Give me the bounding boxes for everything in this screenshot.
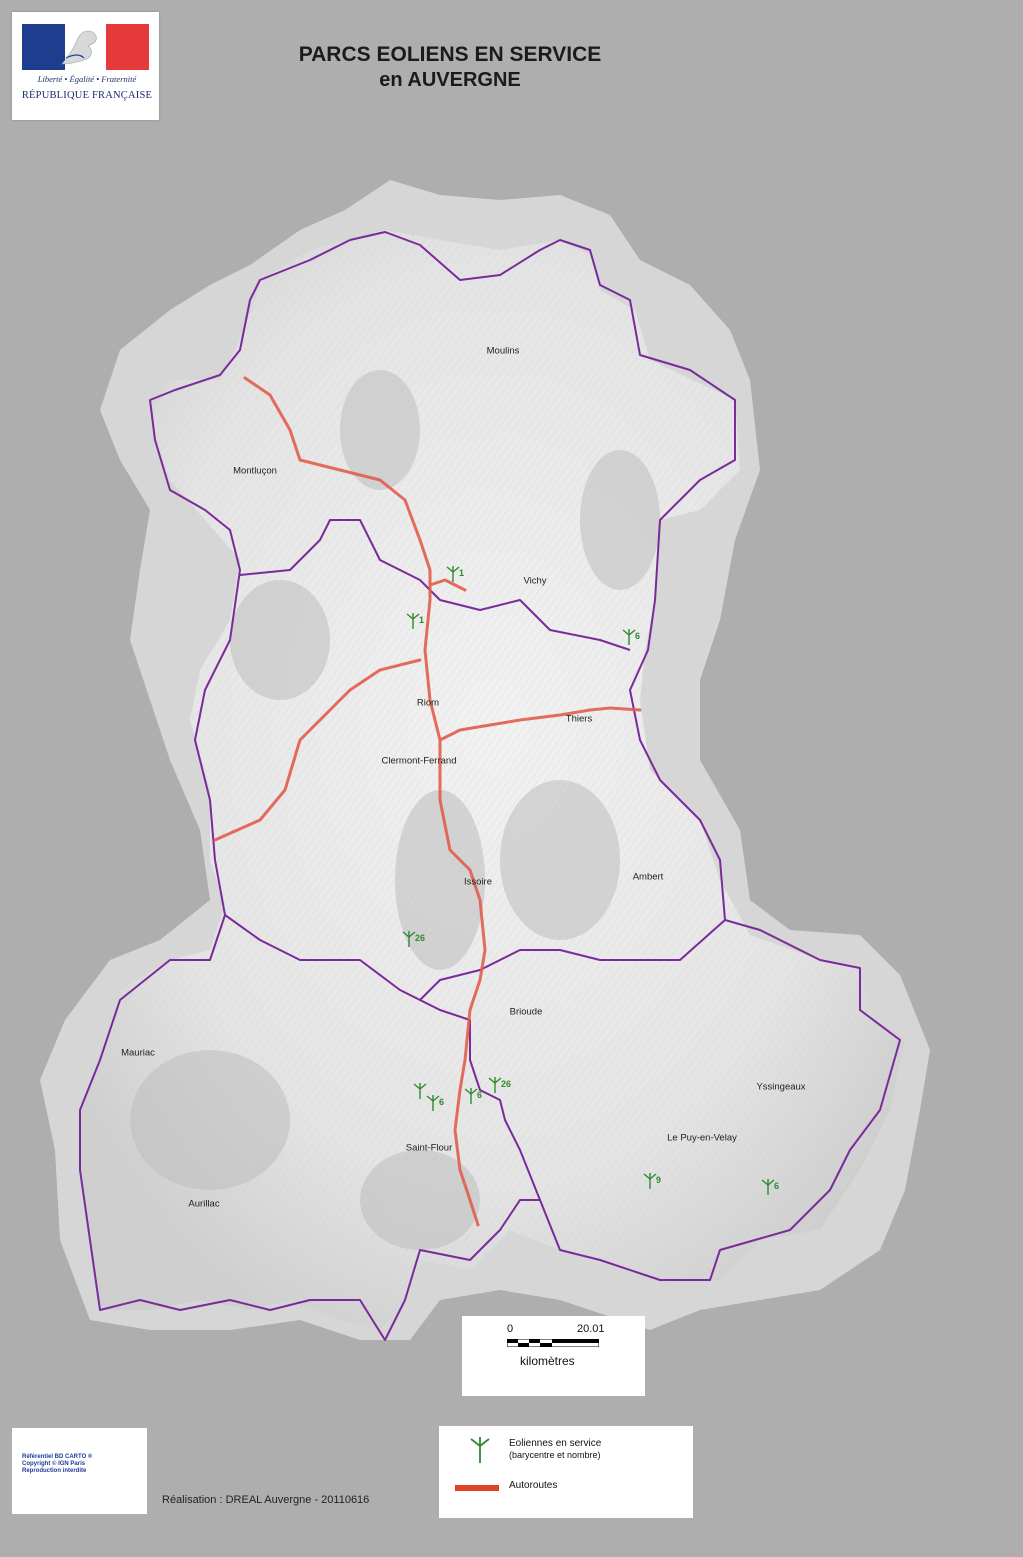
city-aurillac: Aurillac <box>188 1198 220 1210</box>
city-vichy: Vichy <box>523 575 547 587</box>
wind-farm-marker: 6 <box>622 628 652 646</box>
wind-turbine-icon <box>761 1179 775 1195</box>
wind-farm-count: 6 <box>774 1181 780 1191</box>
production-credit: Réalisation : DREAL Auvergne - 20110616 <box>162 1494 370 1506</box>
wind-farm-count: 6 <box>635 631 641 641</box>
reference-box: Référentiel BD CARTO ® Copyright © IGN P… <box>12 1428 147 1514</box>
scale-max-label: 20.01 <box>577 1323 605 1335</box>
wind-turbine-icon <box>426 1095 440 1111</box>
allier-border <box>239 519 631 651</box>
legend-motorways-label: Autoroutes <box>509 1480 558 1491</box>
relief-texture <box>80 230 905 1330</box>
motorways <box>213 376 642 1227</box>
city-thiers: Thiers <box>565 713 593 725</box>
city-montlucon: Montluçon <box>233 465 277 477</box>
map-title-line1: PARCS EOLIENS EN SERVICE <box>298 43 602 66</box>
marianne-flag-icon <box>22 24 149 70</box>
wind-farm-marker: 1 <box>406 612 436 630</box>
region-border <box>79 231 901 1341</box>
city-le-puy-en-velay: Le Puy-en-Velay <box>667 1132 737 1144</box>
wind-farm-marker: 26 <box>488 1076 518 1094</box>
scale-bar-box: 0 20.01 kilomètres <box>462 1316 645 1396</box>
scale-unit-label: kilomètres <box>520 1354 575 1368</box>
map-title-line2: en AUVERGNE <box>379 69 521 91</box>
administrative-borders <box>79 231 901 1341</box>
wind-turbine-icon <box>464 1088 478 1104</box>
reference-line1: Référentiel BD CARTO ® <box>22 1454 93 1460</box>
wind-farm-marker: 6 <box>464 1087 494 1105</box>
wind-farm-marker: 6 <box>426 1094 456 1112</box>
wind-turbine-icon <box>406 613 420 629</box>
wind-farm-marker: 9 <box>643 1172 673 1190</box>
wind-farm-count: 1 <box>459 568 465 578</box>
republique-francaise-logo: Liberté • Égalité • Fraternité RÉPUBLIQU… <box>12 12 159 120</box>
wind-farm-marker: 1 <box>446 565 476 583</box>
motorway-a71 <box>243 376 487 1227</box>
motorway-a89-east <box>438 706 642 742</box>
motorway-line-icon <box>455 1485 499 1491</box>
legend: Eoliennes en service (barycentre et nomb… <box>439 1426 693 1518</box>
wind-farm-count: 26 <box>501 1079 512 1089</box>
wind-farm-marker: 6 <box>761 1178 791 1196</box>
wind-farm-count: 1 <box>419 615 425 625</box>
wind-turbine-icon <box>470 1437 490 1463</box>
city-ambert: Ambert <box>632 871 664 883</box>
city-brioude: Brioude <box>509 1006 543 1018</box>
motorway-a89-west <box>213 658 422 842</box>
legend-turbines-label: Eoliennes en service <box>509 1438 602 1449</box>
reference-line2: Copyright © IGN Paris <box>22 1461 86 1467</box>
wind-turbine-icon <box>488 1077 502 1093</box>
city-issoire: Issoire <box>464 876 492 888</box>
scale-zero-label: 0 <box>507 1323 514 1335</box>
city-mauriac: Mauriac <box>121 1047 155 1059</box>
city-riom: Riom <box>416 697 440 709</box>
motorway-vichy-spur <box>428 578 467 592</box>
city-moulins: Moulins <box>486 345 520 357</box>
wind-turbine-icon <box>413 1083 427 1099</box>
city-saint-flour: Saint-Flour <box>405 1142 453 1154</box>
wind-farm-count: 9 <box>656 1175 662 1185</box>
mountain-shading <box>130 370 660 1250</box>
map-title: PARCS EOLIENS EN SERVICE en AUVERGNE <box>230 42 670 93</box>
reference-line3: Reproduction interdite <box>22 1468 87 1474</box>
logo-motto: Liberté • Égalité • Fraternité <box>37 74 137 84</box>
wind-turbine-icon <box>622 629 636 645</box>
puy-de-dome-border <box>224 914 726 1001</box>
logo-republic-name: RÉPUBLIQUE FRANÇAISE <box>21 90 153 101</box>
cantal-border <box>419 999 541 1201</box>
city-yssingeaux: Yssingeaux <box>756 1081 806 1093</box>
wind-turbine-icon <box>446 566 460 582</box>
wind-farm-count: 26 <box>415 933 426 943</box>
wind-turbine-icon <box>643 1173 657 1189</box>
legend-turbines-sublabel: (barycentre et nombre) <box>509 1450 601 1460</box>
wind-farm-count: 6 <box>439 1097 445 1107</box>
city-clermont-ferrand: Clermont-Ferrand <box>381 755 457 767</box>
wind-farm-count: 6 <box>477 1090 483 1100</box>
wind-turbine-icon <box>402 931 416 947</box>
scale-bar <box>507 1339 599 1347</box>
wind-farm-marker: 26 <box>402 930 432 948</box>
wind-farm-marker <box>413 1082 443 1100</box>
